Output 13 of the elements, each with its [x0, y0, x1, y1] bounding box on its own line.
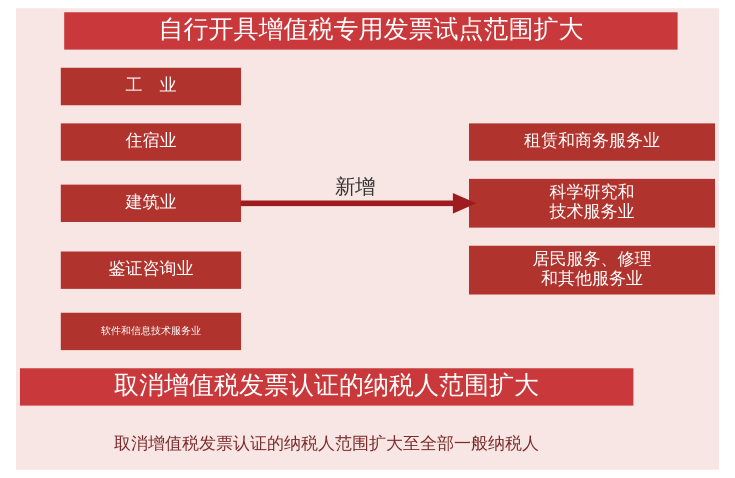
arrow	[240, 193, 476, 214]
node-box: 租赁和商务服务业	[468, 123, 716, 161]
node-box: 软件和信息技术服务业	[60, 312, 242, 350]
label: 取消增值税发票认证的纳税人范围扩大至全部一般纳税人	[114, 434, 540, 454]
node-box: 建筑业	[60, 184, 242, 222]
edge-label: 新增	[335, 174, 376, 199]
node-box: 住宿业	[60, 123, 242, 161]
node-box: 自行开具增值税专用发票试点范围扩大	[64, 12, 678, 50]
node-box: 科学研究和技术服务业	[468, 178, 716, 228]
node-box: 鉴证咨询业	[60, 251, 242, 289]
node-box: 取消增值税发票认证的纳税人范围扩大	[20, 368, 634, 406]
node-box: 居民服务、修理和其他服务业	[468, 246, 716, 295]
node-box: 工 业	[60, 68, 242, 106]
